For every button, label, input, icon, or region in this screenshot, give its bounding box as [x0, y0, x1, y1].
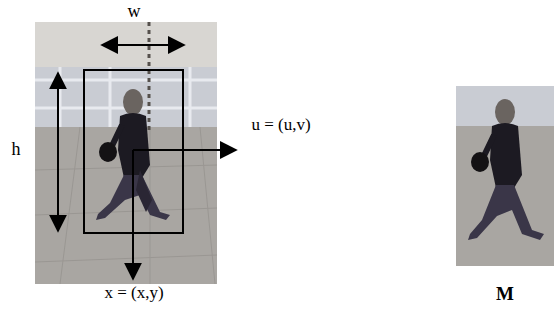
- width-label: w: [128, 2, 141, 22]
- height-label: h: [12, 140, 21, 160]
- u-vector-label: u = (u,v): [251, 116, 310, 135]
- height-arrow: [57, 73, 59, 231]
- model-label: M: [496, 284, 514, 305]
- x-axis-arrow: [132, 150, 134, 279]
- x-vector-label: x = (x,y): [104, 284, 163, 303]
- photo: [35, 22, 217, 284]
- model-image: [456, 86, 554, 266]
- u-axis-arrow: [133, 149, 236, 151]
- width-arrow: [102, 44, 184, 46]
